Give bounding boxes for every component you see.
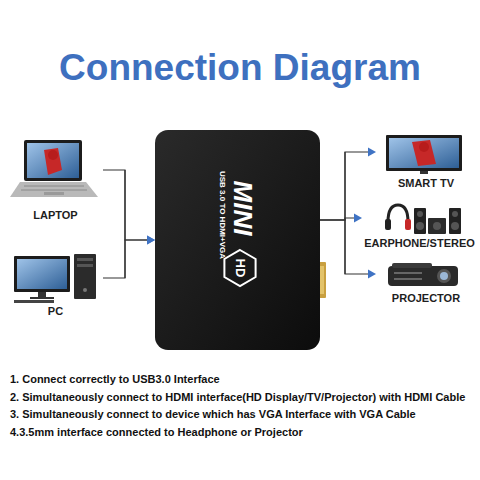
connector-line [320, 220, 369, 274]
connector-line [320, 152, 369, 220]
connector [103, 170, 155, 245]
connector [103, 236, 155, 279]
connector-line [103, 170, 148, 240]
device-node: SMART TV [376, 132, 476, 190]
tv-icon [386, 135, 462, 174]
connector-line [103, 240, 148, 278]
connector [320, 220, 376, 279]
brand-text: MINI [230, 181, 256, 236]
device-label: EARPHONE/STEREO [364, 237, 475, 250]
instruction-note: 3. Simultaneously connect to device whic… [10, 406, 472, 424]
adapter-body [155, 130, 326, 350]
device-label: LAPTOP [33, 209, 77, 222]
device-label: SMART TV [398, 177, 454, 190]
adapter-box: USB 3.0 TO HDMI+VGA MINI HD [155, 130, 320, 350]
device-node: LAPTOP [8, 136, 103, 222]
projector-icon [388, 263, 458, 286]
arrow-head [368, 270, 376, 279]
instruction-note: 4.3.5mm interface connected to Headphone… [10, 424, 472, 442]
arrow-head [354, 214, 362, 223]
device-node: PC [8, 248, 103, 318]
model-text: USB 3.0 TO HDMI+VGA [218, 171, 226, 259]
arrow-head [147, 236, 155, 245]
device-label: PC [48, 305, 63, 318]
arrow-head [368, 148, 376, 157]
instruction-note: 2. Simultaneously connect to HDMI interf… [10, 389, 472, 407]
instruction-note: 1. Connect correctly to USB3.0 Interface [10, 371, 472, 389]
arrow-head [147, 236, 155, 245]
audio-icon [385, 205, 461, 234]
device-node: PROJECTOR [376, 258, 476, 305]
instruction-list: 1. Connect correctly to USB3.0 Interface… [10, 371, 472, 441]
pc-icon [14, 254, 96, 303]
connector [320, 214, 362, 223]
connector [320, 148, 376, 221]
diagram-title: Connection Diagram [0, 46, 480, 90]
logo-text: HD [234, 259, 247, 278]
device-node: EARPHONE/STEREO [362, 200, 477, 250]
laptop-icon [10, 140, 98, 197]
device-label: PROJECTOR [392, 292, 460, 305]
